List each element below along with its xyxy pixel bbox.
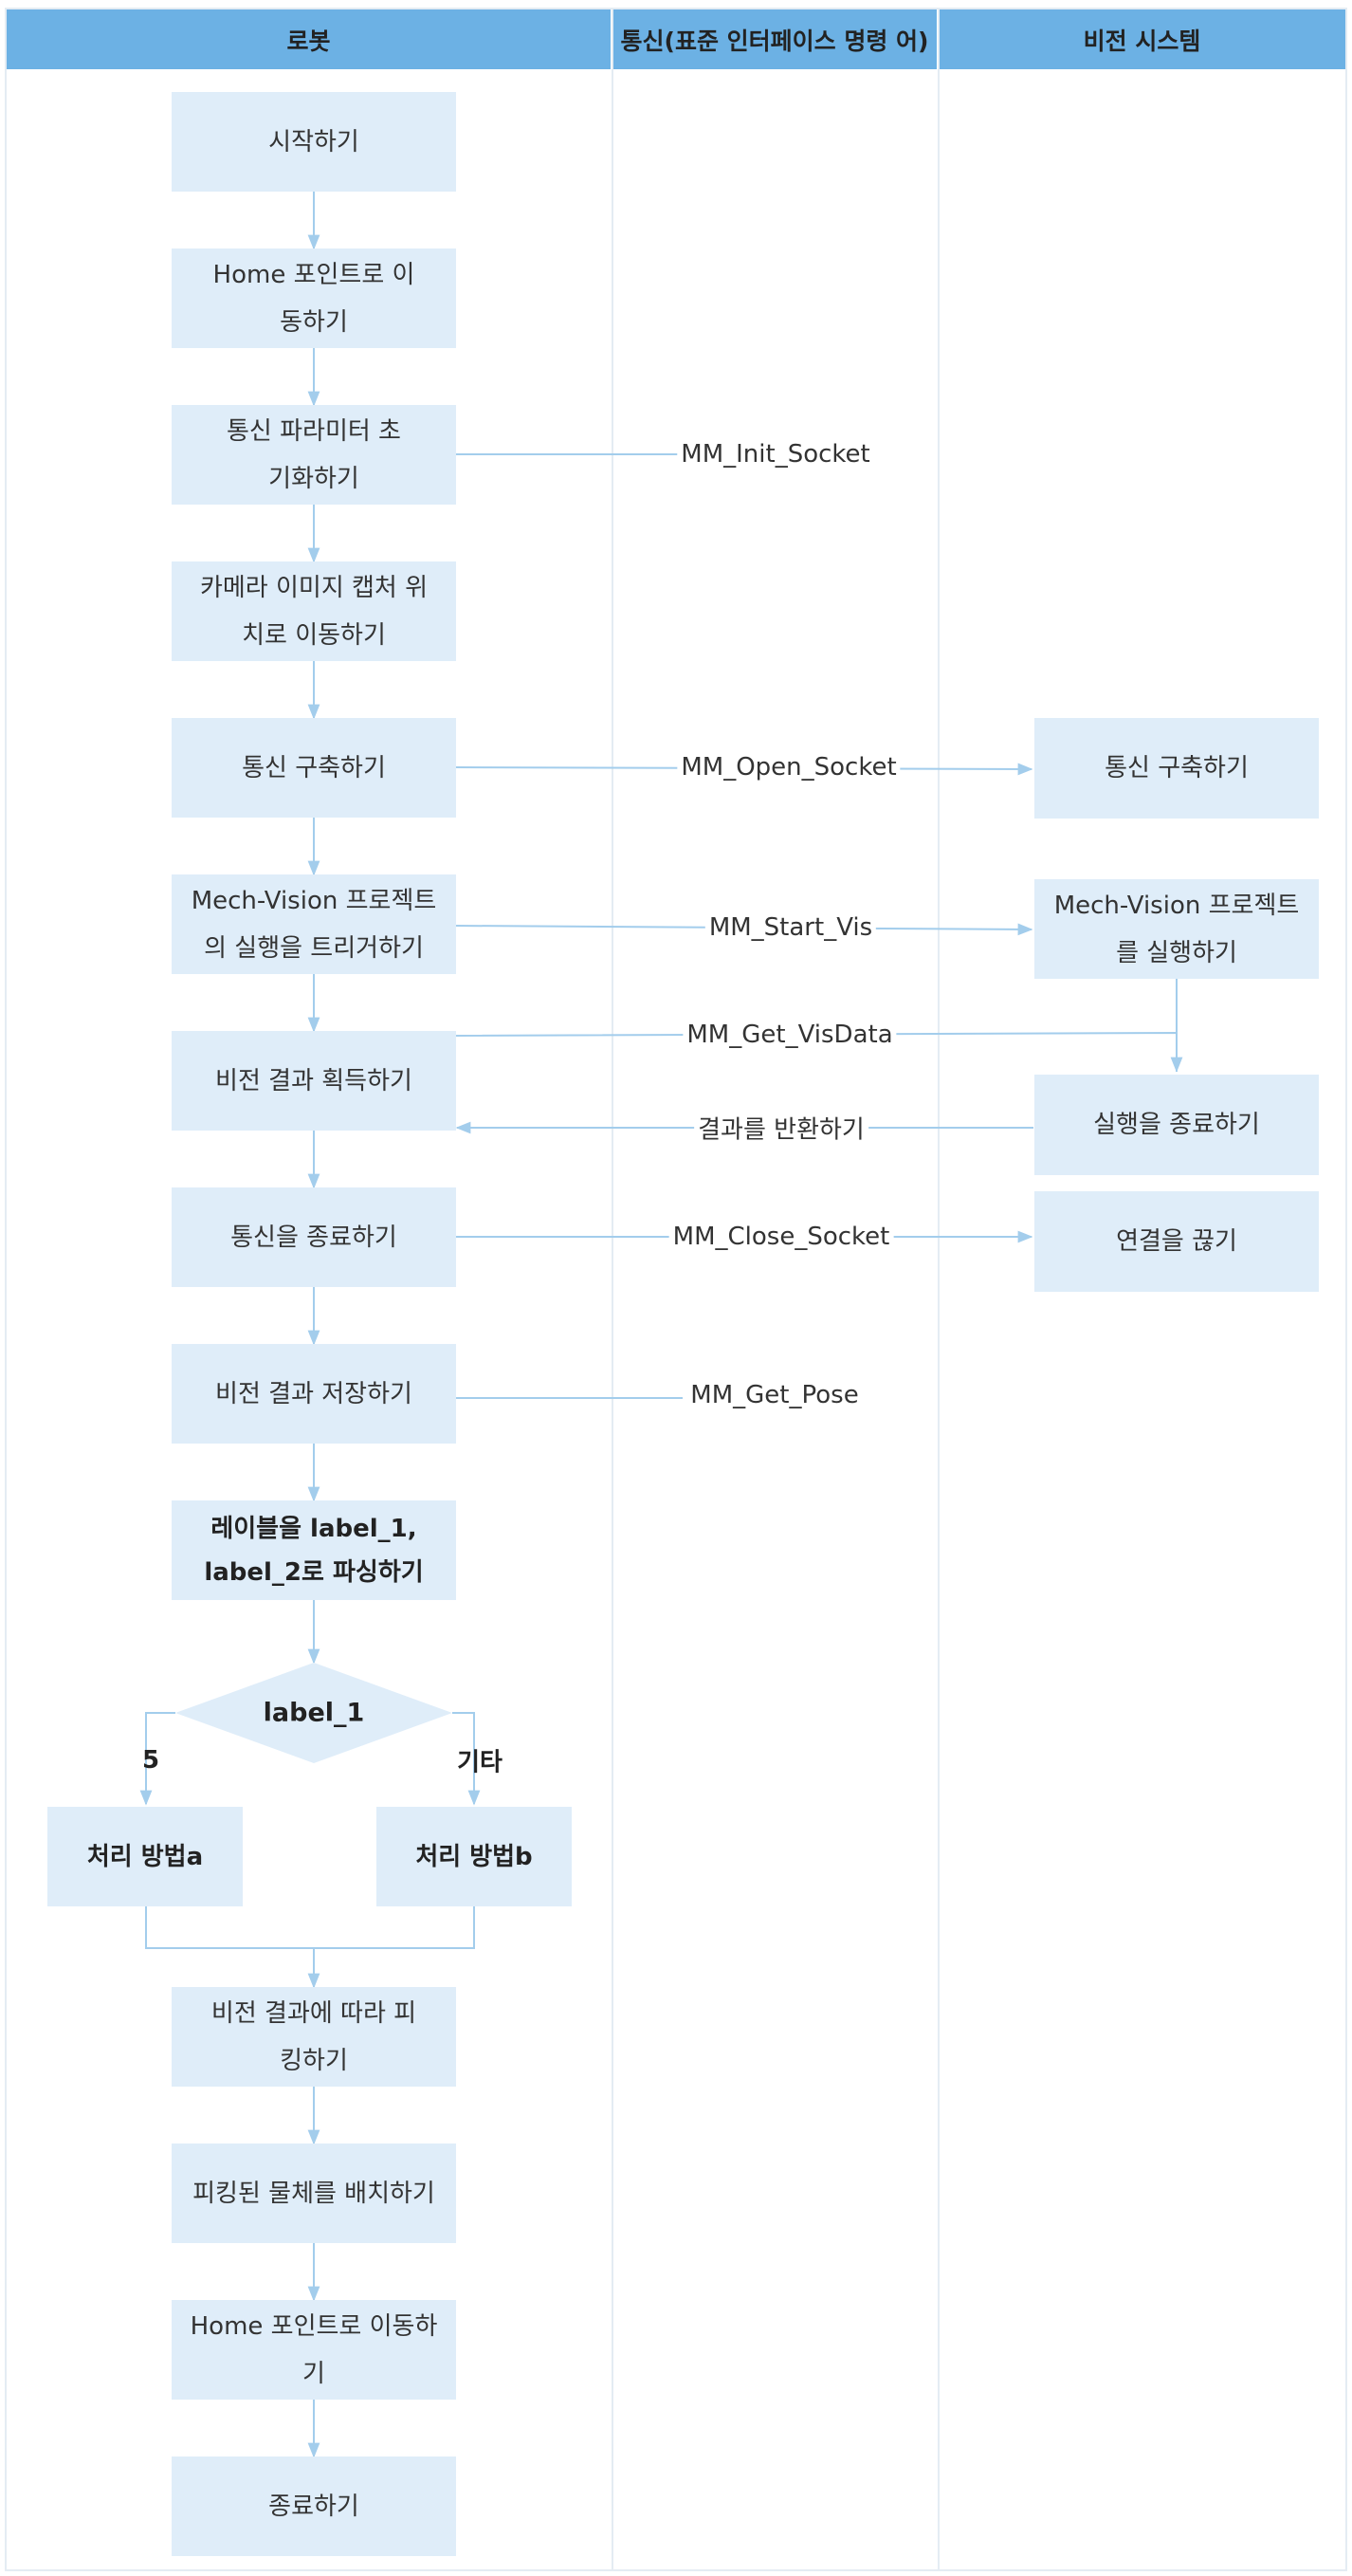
cmd-start-vis: MM_Start_Vis [704,913,877,942]
step-parse-labels: 레이블을 label_1, label_2로 파싱하기 [172,1500,456,1600]
lane-divider [612,9,613,2570]
step-save-result: 비전 결과 저장하기 [172,1344,456,1444]
lane-header-vision: 비전 시스템 [939,9,1345,69]
step-return-home: Home 포인트로 이동하 기 [172,2300,456,2400]
step-init-comm: 통신 파라미터 초기화하기 [172,405,456,505]
lane-header-robot: 로봇 [7,9,611,69]
method-a: 처리 방법a [47,1807,243,1906]
step-place: 피킹된 물체를 배치하기 [172,2144,456,2243]
step-trigger-project: Mech-Vision 프로젝트 의 실행을 트리거하기 [172,874,456,974]
lane-header-comm: 통신(표준 인터페이스 명령 어) [612,9,937,69]
branch-label-left: 5 [141,1746,160,1775]
decision-diamond [175,1663,452,1763]
vision-open-comm: 통신 구축하기 [1034,718,1319,819]
vision-run-project: Mech-Vision 프로젝트 를 실행하기 [1034,879,1319,979]
vision-disconnect: 연결을 끊기 [1034,1191,1319,1292]
cmd-open-socket: MM_Open_Socket [677,753,901,782]
cmd-get-visdata: MM_Get_VisData [683,1021,897,1049]
branch-label-right: 기타 [457,1748,502,1777]
decision-label: label_1 [263,1698,365,1728]
lane-divider [938,9,940,2570]
cmd-close-socket: MM_Close_Socket [668,1223,894,1251]
vision-end-run: 실행을 종료하기 [1034,1075,1319,1175]
step-close-comm: 통신을 종료하기 [172,1187,456,1287]
step-get-result: 비전 결과 획득하기 [172,1031,456,1131]
step-start: 시작하기 [172,92,456,192]
cmd-init-socket: MM_Init_Socket [677,440,874,469]
step-open-comm: 통신 구축하기 [172,718,456,818]
step-move-home: Home 포인트로 이동하기 [172,248,456,348]
method-b: 처리 방법b [376,1807,572,1906]
cmd-return-result: 결과를 반환하기 [694,1110,868,1146]
step-end: 종료하기 [172,2456,456,2556]
step-move-capture: 카메라 이미지 캡처 위치로 이동하기 [172,561,456,661]
diagram-frame [5,8,1347,2571]
cmd-get-pose: MM_Get_Pose [686,1381,863,1409]
step-pick: 비전 결과에 따라 피킹하기 [172,1987,456,2087]
